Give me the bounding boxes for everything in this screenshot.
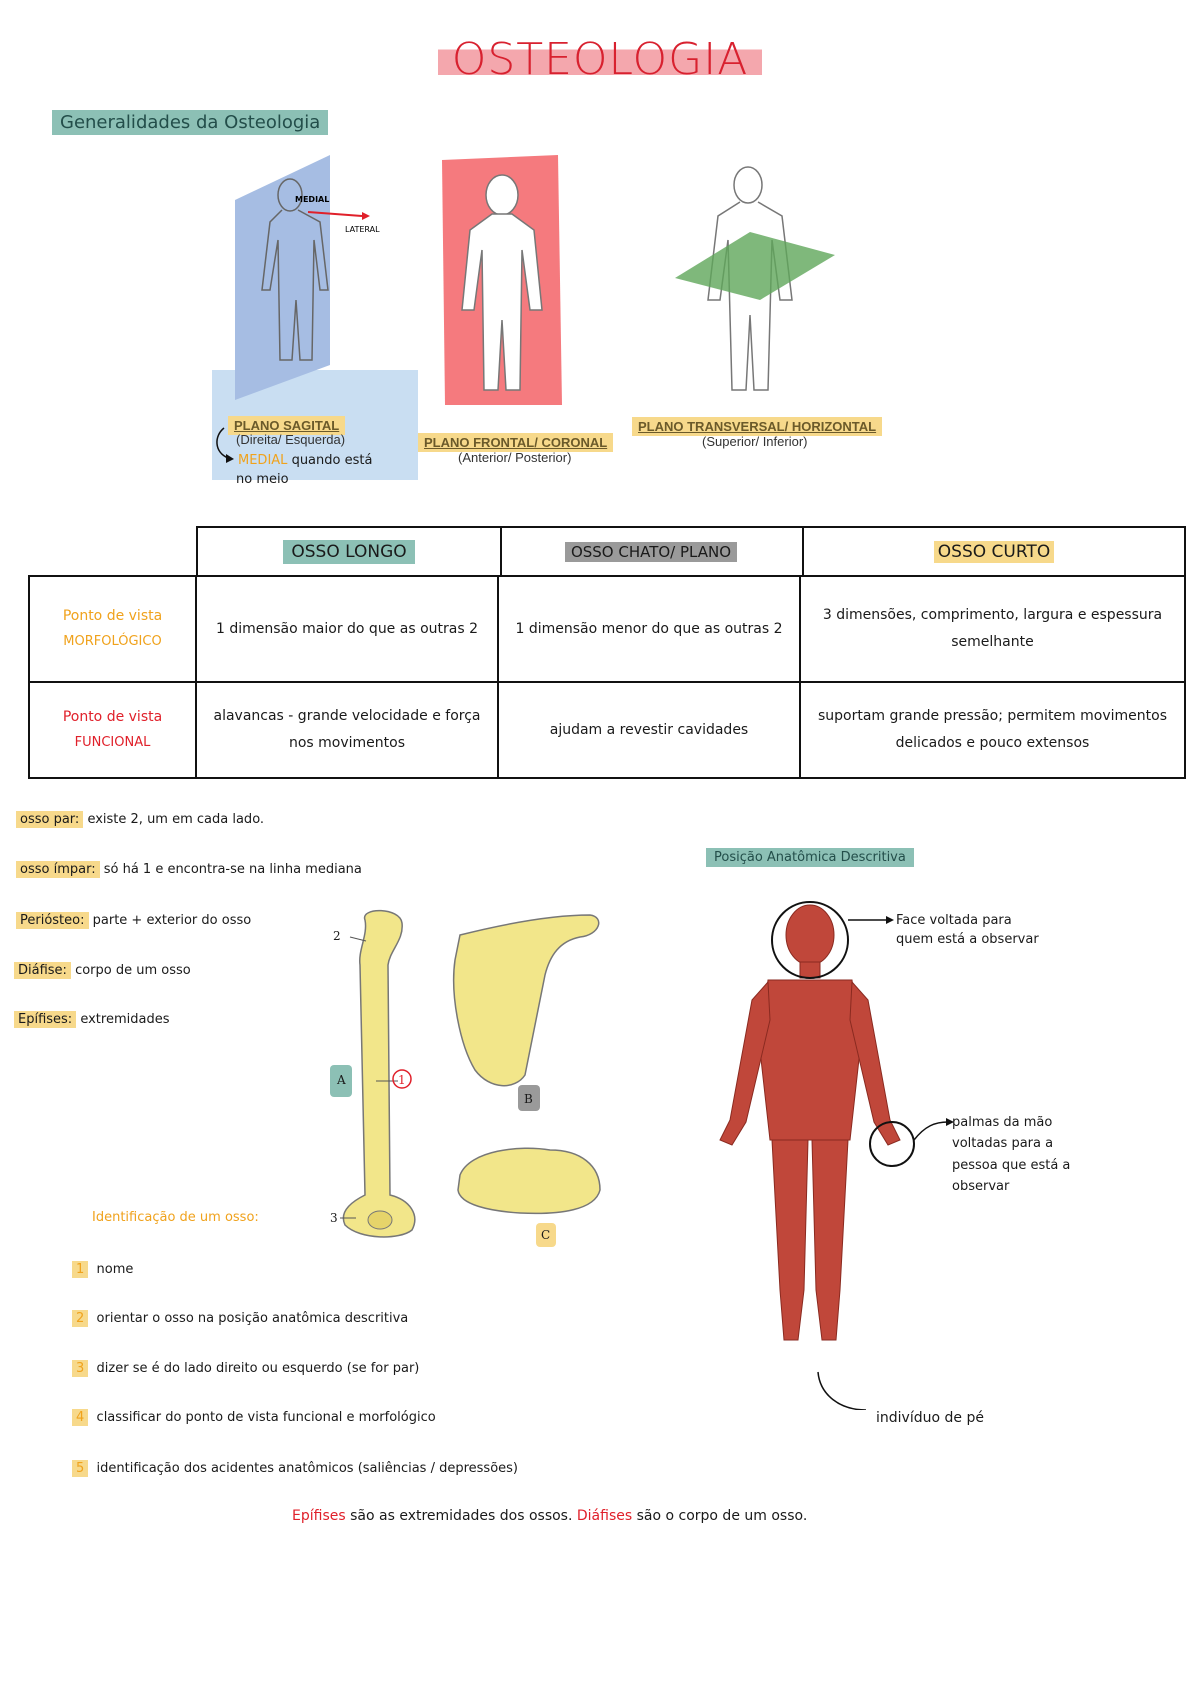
footer-summary: Epífises são as extremidades dos ossos. … [292, 1508, 808, 1524]
row-label-funcional: Ponto de vista FUNCIONAL [28, 681, 197, 779]
posicao-heading: Posição Anatômica Descritiva [706, 848, 914, 867]
leader-line [349, 936, 367, 942]
bracket-arrow-icon [216, 427, 234, 463]
feet-arrow [817, 1371, 867, 1410]
arrow-head-icon [946, 1118, 954, 1126]
label-plano-frontal: PLANO FRONTAL/ CORONAL [418, 432, 614, 452]
flat-bone-scapula [452, 914, 600, 1087]
table-row: Ponto de vista FUNCIONAL alavancas - gra… [28, 681, 1186, 779]
bone-number-2: 2 [333, 929, 341, 943]
sagital-plane [235, 155, 330, 400]
list-item: 2 orientar o osso na posição anatômica d… [72, 1310, 408, 1327]
body-figure-frontal [461, 174, 543, 391]
medial-tag: MEDIAL [295, 195, 329, 204]
cell-morf-curto: 3 dimensões, comprimento, largura e espe… [799, 575, 1186, 683]
body-figure-transversal [707, 166, 793, 391]
term-epifises: Epífises: extremidades [14, 1011, 169, 1028]
medial-note-line2: no meio [236, 472, 289, 487]
identificacao-heading: Identificação de um osso: [92, 1210, 259, 1225]
bone-label-b: B [524, 1092, 533, 1106]
sub-plano-sagital: (Direita/ Esquerda) [236, 432, 346, 447]
term-osso-impar: osso ímpar: só há 1 e encontra-se na lin… [16, 861, 362, 878]
body-figure-sagital [261, 178, 329, 361]
arrow-head-icon [362, 212, 370, 220]
long-bone-humerus [342, 909, 416, 1238]
medial-note: MEDIAL quando está [238, 453, 373, 468]
note-palmas: palmas da mão voltadas para a pessoa que… [952, 1115, 1071, 1195]
table-row: Ponto de vista MORFOLÓGICO 1 dimensão ma… [28, 575, 1186, 683]
anatomical-figure [719, 901, 954, 1410]
planes-illustration: MEDIAL LATERAL [212, 155, 835, 480]
bone-number-3: 3 [330, 1211, 338, 1225]
bones-illustration [330, 909, 601, 1247]
section-heading-generalidades: Generalidades da Osteologia [52, 110, 329, 135]
term-osso-par: osso par: existe 2, um em cada lado. [16, 811, 264, 828]
label-plano-sagital: PLANO SAGITAL [228, 415, 346, 435]
note-face: Face voltada para quem está a observar [896, 913, 1039, 947]
badge-c [536, 1223, 556, 1247]
bone-label-c: C [541, 1228, 551, 1242]
list-item: 5 identificação dos acidentes anatômicos… [72, 1460, 518, 1477]
cell-func-longo: alavancas - grande velocidade e força no… [195, 681, 499, 779]
palm-circle-icon [869, 1121, 915, 1167]
bone-condyle [367, 1210, 393, 1230]
short-bone-calcaneus [457, 1147, 601, 1215]
medial-lateral-arrow [307, 211, 363, 217]
header-osso-curto: OSSO CURTO [802, 528, 1186, 576]
list-item: 1 nome [72, 1261, 133, 1278]
list-item: 3 dizer se é do lado direito ou esquerdo… [72, 1360, 419, 1377]
cell-morf-longo: 1 dimensão maior do que as outras 2 [195, 575, 499, 683]
badge-b [518, 1085, 540, 1111]
bone-number-1: 1 [398, 1073, 406, 1087]
muscle-body [719, 904, 901, 1341]
palm-arrow [913, 1121, 949, 1141]
face-circle-icon [771, 901, 849, 979]
label-plano-transversal: PLANO TRANSVERSAL/ HORIZONTAL [632, 416, 883, 436]
sub-plano-frontal: (Anterior/ Posterior) [458, 450, 572, 465]
transversal-plane [675, 232, 835, 300]
lateral-tag: LATERAL [345, 225, 380, 234]
page-title: OSTEOLOGIA [0, 34, 1200, 85]
arrow-head-icon [886, 916, 894, 924]
table-header-row: OSSO LONGO OSSO CHATO/ PLANO OSSO CURTO [196, 526, 1186, 576]
row-label-morfologico: Ponto de vista MORFOLÓGICO [28, 575, 197, 683]
cell-func-chato: ajudam a revestir cavidades [497, 681, 801, 779]
cell-morf-chato: 1 dimensão menor do que as outras 2 [497, 575, 801, 683]
highlight-circle-icon [392, 1069, 412, 1089]
list-item: 4 classificar do ponto de vista funciona… [72, 1409, 436, 1426]
sub-plano-transversal: (Superior/ Inferior) [702, 434, 808, 449]
header-osso-longo: OSSO LONGO [198, 528, 502, 576]
header-osso-chato: OSSO CHATO/ PLANO [500, 528, 804, 576]
term-periosteo: Periósteo: parte + exterior do osso [16, 912, 251, 929]
cell-func-curto: suportam grande pressão; permitem movime… [799, 681, 1186, 779]
badge-a [330, 1065, 352, 1097]
note-pe: indivíduo de pé [876, 1410, 984, 1426]
term-diafise: Diáfise: corpo de um osso [14, 962, 191, 979]
comparison-table: Ponto de vista MORFOLÓGICO 1 dimensão ma… [28, 575, 1186, 779]
bone-label-a: A [337, 1073, 346, 1087]
